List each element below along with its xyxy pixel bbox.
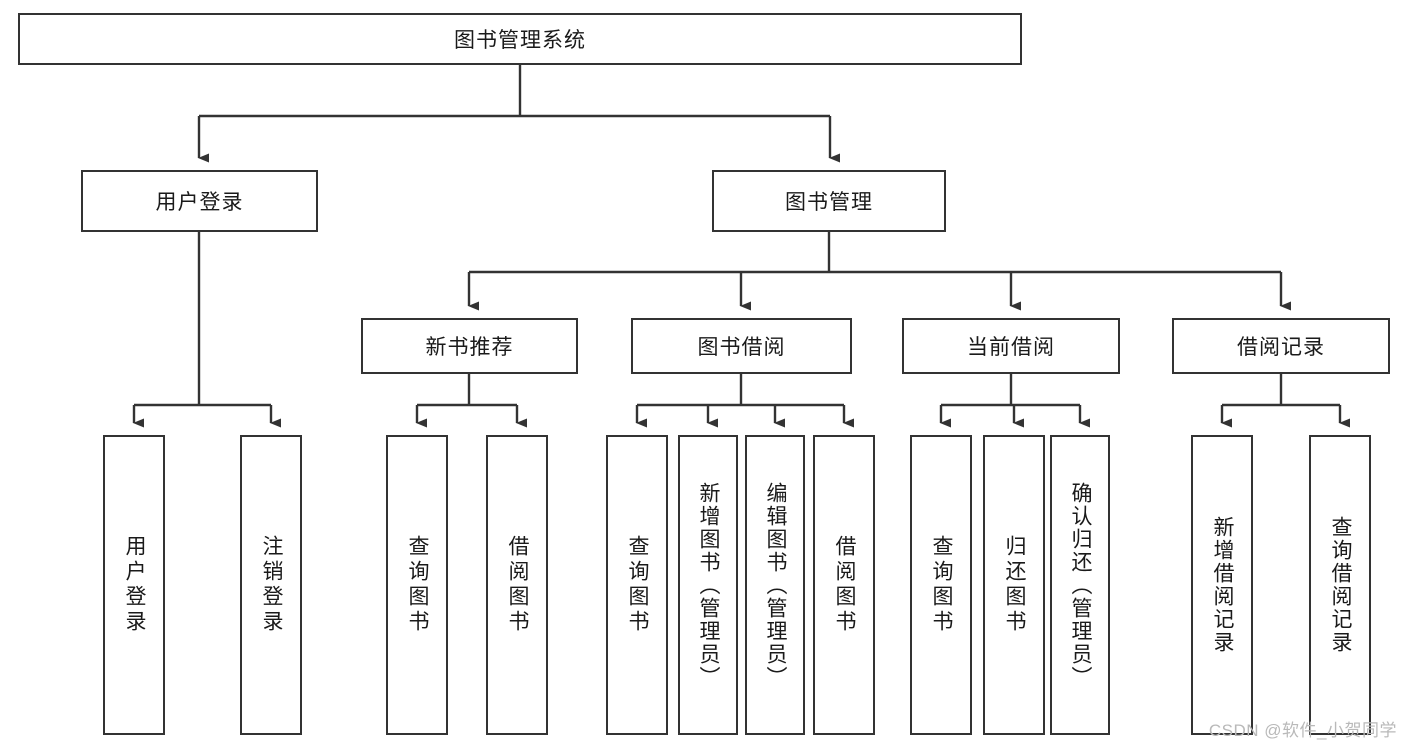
csdn-watermark: CSDN @软件_小贺同学 <box>1208 721 1397 740</box>
leaf-confirm-return[interactable]: 确认归还（管理员） <box>1050 435 1110 735</box>
leaf-add-book[interactable]: 新增图书（管理员） <box>678 435 738 735</box>
leaf-query-book-cur[interactable]: 查询图书 <box>910 435 972 735</box>
leaf-query-book[interactable]: 查询图书 <box>606 435 668 735</box>
node-borrow-record[interactable]: 借阅记录 <box>1172 318 1390 374</box>
node-book-borrow[interactable]: 图书借阅 <box>631 318 852 374</box>
leaf-borrow-book[interactable]: 借阅图书 <box>813 435 875 735</box>
leaf-query-book-rec[interactable]: 查询图书 <box>386 435 448 735</box>
leaf-borrow-book-rec[interactable]: 借阅图书 <box>486 435 548 735</box>
leaf-add-record[interactable]: 新增借阅记录 <box>1191 435 1253 735</box>
node-book-manage[interactable]: 图书管理 <box>712 170 946 232</box>
node-user-login[interactable]: 用户登录 <box>81 170 318 232</box>
node-current-borrow[interactable]: 当前借阅 <box>902 318 1120 374</box>
leaf-user-logout[interactable]: 注销登录 <box>240 435 302 735</box>
node-new-book-rec[interactable]: 新书推荐 <box>361 318 578 374</box>
leaf-edit-book[interactable]: 编辑图书（管理员） <box>745 435 805 735</box>
leaf-return-book[interactable]: 归还图书 <box>983 435 1045 735</box>
node-root[interactable]: 图书管理系统 <box>18 13 1022 65</box>
leaf-query-record[interactable]: 查询借阅记录 <box>1309 435 1371 735</box>
leaf-user-login[interactable]: 用户登录 <box>103 435 165 735</box>
